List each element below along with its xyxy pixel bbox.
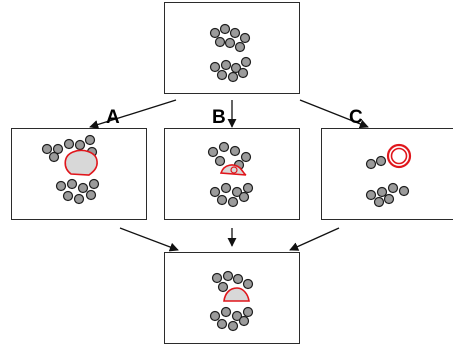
vesicle-cluster-lower	[209, 306, 254, 332]
panel-bottom	[164, 252, 300, 344]
label-a: A	[106, 107, 120, 128]
arrow-top-to-c	[299, 99, 369, 129]
panel-mode-b	[164, 128, 300, 220]
vesicle-cluster-upper	[209, 23, 251, 53]
vesicle-cluster-lower	[55, 178, 100, 205]
partial-fusion-vesicle	[219, 164, 247, 176]
panel-top	[164, 2, 300, 94]
vesicle-cluster-upper	[365, 155, 387, 170]
fusion-omega-shape	[64, 149, 98, 176]
released-vesicle	[386, 143, 412, 169]
arrow-a-to-bottom	[119, 227, 179, 252]
label-b: B	[212, 107, 226, 128]
vesicle-cluster-lower	[209, 56, 252, 83]
arrow-c-to-bottom	[289, 227, 340, 251]
vesicle-cluster-lower	[209, 182, 254, 208]
vesicle-cluster-upper	[211, 270, 254, 293]
panel-mode-c	[321, 128, 453, 220]
fusion-pore-shape	[223, 287, 250, 302]
label-c: C	[349, 107, 363, 128]
arrow-top-to-a	[89, 99, 177, 129]
panel-mode-a	[11, 128, 147, 220]
vesicle-cluster-lower	[365, 182, 410, 208]
vesicle-cluster-upper	[207, 141, 252, 171]
